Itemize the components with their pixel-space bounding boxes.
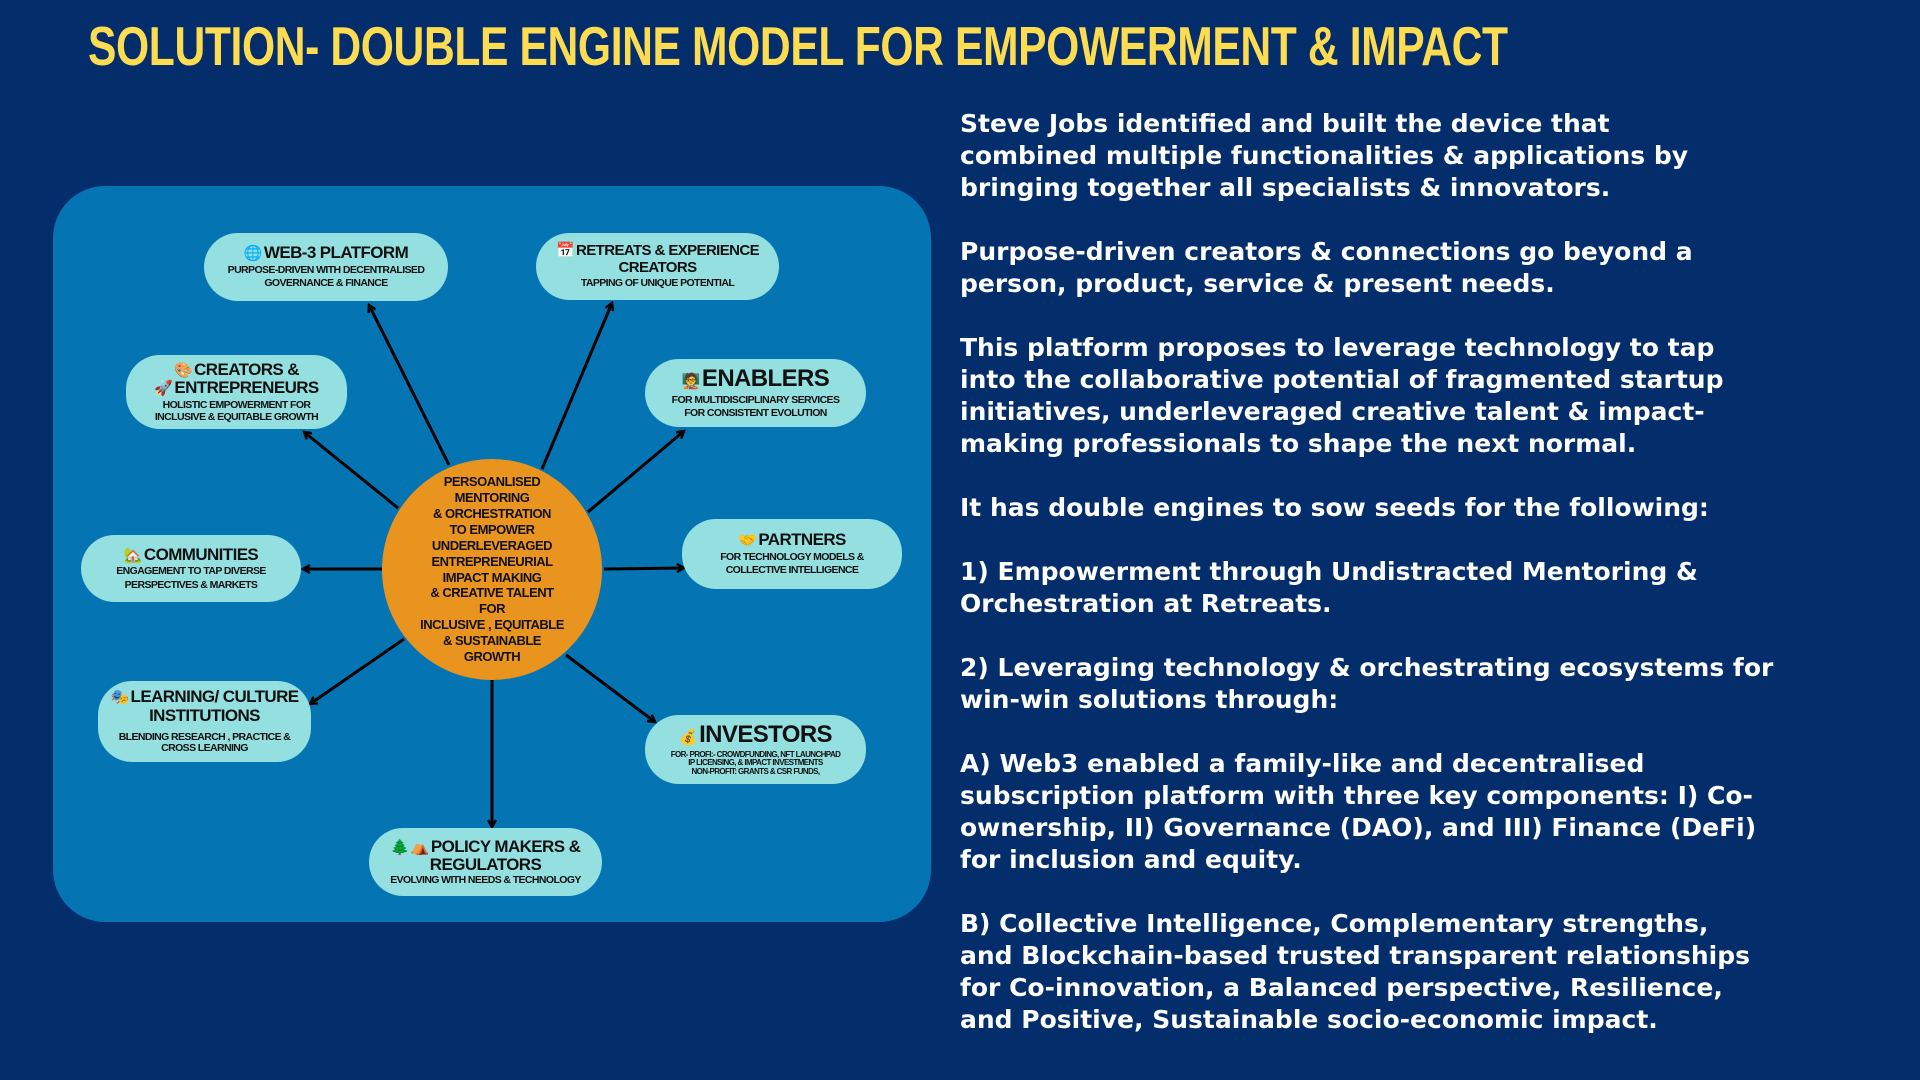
- node-title: CREATORS: [618, 258, 698, 276]
- text-line: for inclusion and equity.: [960, 845, 1302, 874]
- node-creators: 🎨CREATORS & 🚀ENTREPRENEURS HOLISTIC EMPO…: [126, 355, 347, 429]
- node-title: RETREATS & EXPERIENCE: [576, 242, 760, 260]
- text-line: Orchestration at Retreats.: [960, 589, 1332, 618]
- center-line: MENTORING: [454, 490, 530, 506]
- text-line: win-win solutions through:: [960, 685, 1339, 714]
- palette-icon: 🎨: [174, 361, 193, 379]
- node-subtitle: HOLISTIC EMPOWERMENT FOR: [162, 399, 311, 412]
- text-line: making professionals to shape the next n…: [960, 429, 1637, 458]
- text-line: combined multiple functionalities & appl…: [960, 141, 1689, 170]
- house-icon: 🏡: [123, 546, 143, 564]
- node-partners: 🤝PARTNERS FOR TECHNOLOGY MODELS & COLLEC…: [682, 519, 902, 589]
- node-subtitle: INCLUSIVE & EQUITABLE GROWTH: [154, 410, 319, 423]
- node-policy-makers: 🌲⛺POLICY MAKERS & REGULATORS EVOLVING WI…: [369, 828, 602, 896]
- node-title: CREATORS &: [194, 359, 299, 379]
- paragraph-point-b: B) Collective Intelligence, Complementar…: [960, 908, 1900, 1036]
- center-line: ENTREPRENEURIAL: [431, 553, 553, 569]
- node-title: PARTNERS: [758, 530, 846, 550]
- center-node: PERSOANLISED MENTORING & ORCHESTRATION T…: [382, 459, 602, 680]
- node-title: WEB-3 PLATFORM: [263, 243, 409, 263]
- page-title: SOLUTION- DOUBLE ENGINE MODEL FOR EMPOWE…: [88, 15, 1508, 77]
- center-line: GROWTH: [463, 648, 521, 664]
- node-subtitle: GOVERNANCE & FINANCE: [264, 277, 388, 290]
- text-line: 2) Leveraging technology & orchestrating…: [960, 653, 1774, 682]
- text-line: A) Web3 enabled a family-like and decent…: [960, 749, 1645, 778]
- node-title: COMMUNITIES: [143, 544, 259, 564]
- center-line: UNDERLEVERAGED: [431, 537, 553, 553]
- node-learning: 🎭LEARNING/ CULTURE INSTITUTIONS BLENDING…: [98, 681, 311, 762]
- tent-icon: ⛺: [410, 838, 430, 856]
- description-text: Steve Jobs identified and built the devi…: [960, 108, 1900, 1068]
- center-line: PERSOANLISED: [443, 474, 541, 490]
- node-subtitle: COLLECTIVE INTELLIGENCE: [725, 564, 859, 577]
- node-subtitle: TAPPING OF UNIQUE POTENTIAL: [580, 277, 735, 290]
- paragraph-point-1: 1) Empowerment through Undistracted Ment…: [960, 556, 1900, 620]
- node-subtitle: IP LICENSING, & IMPACT INVESTMENTS: [688, 758, 823, 768]
- text-line: and Positive, Sustainable socio-economic…: [960, 1005, 1658, 1034]
- node-retreats: 📅RETREATS & EXPERIENCE CREATORS TAPPING …: [536, 233, 779, 300]
- center-line: FOR: [479, 601, 505, 617]
- node-subtitle: PERSPECTIVES & MARKETS: [124, 578, 258, 591]
- node-subtitle: FOR TECHNOLOGY MODELS &: [720, 550, 864, 563]
- node-title: INSTITUTIONS: [149, 705, 260, 725]
- node-subtitle: FOR- PROFI:- CROWDFUNDING, NFT LAUNCHPAD: [670, 749, 841, 759]
- tree-icon: 🌲: [390, 838, 410, 856]
- node-subtitle: FOR MULTIDISCIPLINARY SERVICES: [671, 393, 840, 406]
- globe-icon: 🌐: [243, 245, 263, 263]
- handshake-icon: 🤝: [738, 532, 757, 550]
- paragraph-purpose: Purpose-driven creators & connections go…: [960, 236, 1900, 300]
- paragraph-platform: This platform proposes to leverage techn…: [960, 332, 1900, 460]
- calendar-icon: 📅: [555, 242, 575, 260]
- money-bag-icon: 💰: [679, 729, 698, 747]
- node-communities: 🏡COMMUNITIES ENGAGEMENT TO TAP DIVERSE P…: [81, 535, 301, 602]
- center-line: INCLUSIVE , EQUITABLE: [420, 617, 564, 633]
- text-line: It has double engines to sow seeds for t…: [960, 493, 1709, 522]
- node-title: REGULATORS: [429, 855, 542, 875]
- text-line: Purpose-driven creators & connections go…: [960, 237, 1693, 266]
- center-line: TO EMPOWER: [449, 521, 535, 537]
- paragraph-engines: It has double engines to sow seeds for t…: [960, 492, 1900, 524]
- text-line: person, product, service & present needs…: [960, 269, 1555, 298]
- text-line: B) Collective Intelligence, Complementar…: [960, 909, 1709, 938]
- node-web3-platform: 🌐WEB-3 PLATFORM PURPOSE-DRIVEN WITH DECE…: [204, 233, 448, 301]
- center-line: & SUSTAINABLE: [443, 632, 541, 648]
- node-title: LEARNING/ CULTURE: [130, 687, 300, 707]
- paragraph-intro: Steve Jobs identified and built the devi…: [960, 108, 1900, 204]
- teacher-icon: 🧑‍🏫: [681, 373, 701, 391]
- node-enablers: 🧑‍🏫ENABLERS FOR MULTIDISCIPLINARY SERVIC…: [645, 359, 866, 427]
- node-subtitle: NON-PROFIT: GRANTS & CSR FUNDS,: [691, 767, 820, 777]
- center-line: & CREATIVE TALENT: [430, 585, 554, 601]
- node-investors: 💰INVESTORS FOR- PROFI:- CROWDFUNDING, NF…: [645, 715, 866, 784]
- node-subtitle: ENGAGEMENT TO TAP DIVERSE: [116, 565, 266, 578]
- rocket-icon: 🚀: [154, 380, 173, 398]
- paragraph-point-a: A) Web3 enabled a family-like and decent…: [960, 748, 1900, 876]
- node-subtitle: FOR CONSISTENT EVOLUTION: [684, 407, 827, 420]
- text-line: initiatives, underleveraged creative tal…: [960, 397, 1705, 426]
- text-line: This platform proposes to leverage techn…: [960, 333, 1715, 362]
- node-subtitle: BLENDING RESEARCH , PRACTICE &: [118, 730, 291, 743]
- node-title: ENABLERS: [701, 365, 830, 393]
- text-line: Steve Jobs identified and built the devi…: [960, 109, 1610, 138]
- center-line: IMPACT MAKING: [442, 569, 542, 585]
- paragraph-point-2: 2) Leveraging technology & orchestrating…: [960, 652, 1900, 716]
- center-line: & ORCHESTRATION: [433, 506, 551, 522]
- text-line: into the collaborative potential of frag…: [960, 365, 1724, 394]
- node-title: INVESTORS: [699, 721, 832, 749]
- text-line: bringing together all specialists & inno…: [960, 173, 1611, 202]
- text-line: 1) Empowerment through Undistracted Ment…: [960, 557, 1698, 586]
- node-subtitle: EVOLVING WITH NEEDS & TECHNOLOGY: [390, 873, 581, 886]
- text-line: for Co-innovation, a Balanced perspectiv…: [960, 973, 1723, 1002]
- text-line: ownership, II) Governance (DAO), and III…: [960, 813, 1757, 842]
- text-line: and Blockchain-based trusted transparent…: [960, 941, 1750, 970]
- text-line: subscription platform with three key com…: [960, 781, 1753, 810]
- node-subtitle: PURPOSE-DRIVEN WITH DECENTRALISED: [227, 263, 425, 276]
- masks-icon: 🎭: [110, 689, 129, 707]
- node-subtitle: CROSS LEARNING: [161, 742, 248, 755]
- node-title: POLICY MAKERS &: [430, 836, 581, 856]
- node-title: ENTREPRENEURS: [174, 378, 319, 398]
